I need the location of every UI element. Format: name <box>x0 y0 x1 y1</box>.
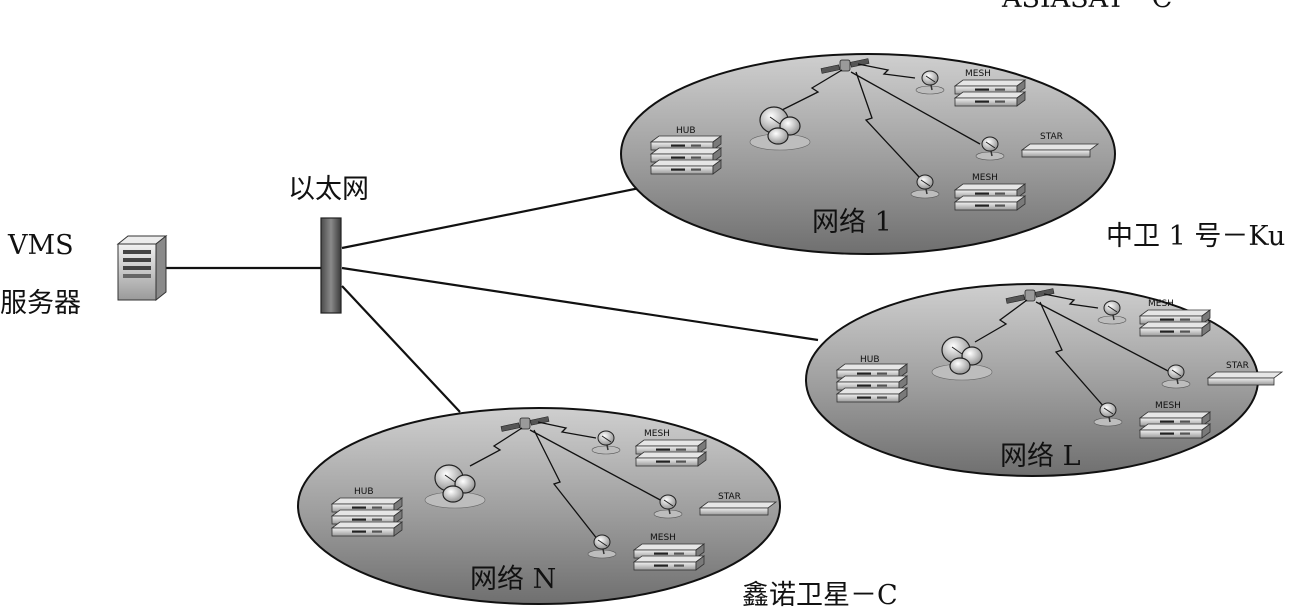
network-name-N: 网络 N <box>470 564 557 595</box>
satellite-label-L: 中卫 1 号－Ku <box>1106 221 1286 252</box>
network-1-cluster: HUB MESH STAR MESH <box>620 53 1116 255</box>
svg-text:MESH: MESH <box>650 533 676 543</box>
link-switch-netL <box>341 266 819 342</box>
star-terminal-icon <box>1020 143 1100 158</box>
star-terminal-icon <box>1206 371 1284 386</box>
network-name-1: 网络 1 <box>812 207 892 238</box>
ethernet-links <box>162 186 819 413</box>
svg-text:MESH: MESH <box>972 173 998 183</box>
svg-text:STAR: STAR <box>718 492 741 502</box>
link-switch-netN <box>341 285 461 413</box>
server-icon <box>116 234 168 302</box>
switch-label: 以太网 <box>288 174 369 205</box>
svg-text:STAR: STAR <box>1040 132 1063 142</box>
svg-text:HUB: HUB <box>354 487 374 497</box>
svg-text:STAR: STAR <box>1226 361 1249 371</box>
svg-text:HUB: HUB <box>860 355 880 365</box>
server-name-label: VMS <box>8 230 74 261</box>
ethernet-switch <box>320 217 342 314</box>
server-type-label: 服务器 <box>0 288 81 319</box>
svg-text:MESH: MESH <box>1155 401 1181 411</box>
svg-text:MESH: MESH <box>965 69 991 79</box>
svg-text:MESH: MESH <box>644 429 670 439</box>
link-switch-net1 <box>341 186 641 250</box>
satellite-label-1: ASIASAT－C <box>1002 0 1172 12</box>
svg-text:MESH: MESH <box>1148 299 1174 309</box>
network-L-cluster: HUB MESH STAR MESH <box>805 283 1284 477</box>
hub-label: HUB <box>676 126 696 136</box>
network-name-L: 网络 L <box>1000 441 1081 472</box>
star-terminal-icon <box>698 501 778 516</box>
network-N-cluster: HUB MESH STAR MESH <box>297 407 781 605</box>
satellite-label-N: 鑫诺卫星－C <box>742 580 898 611</box>
